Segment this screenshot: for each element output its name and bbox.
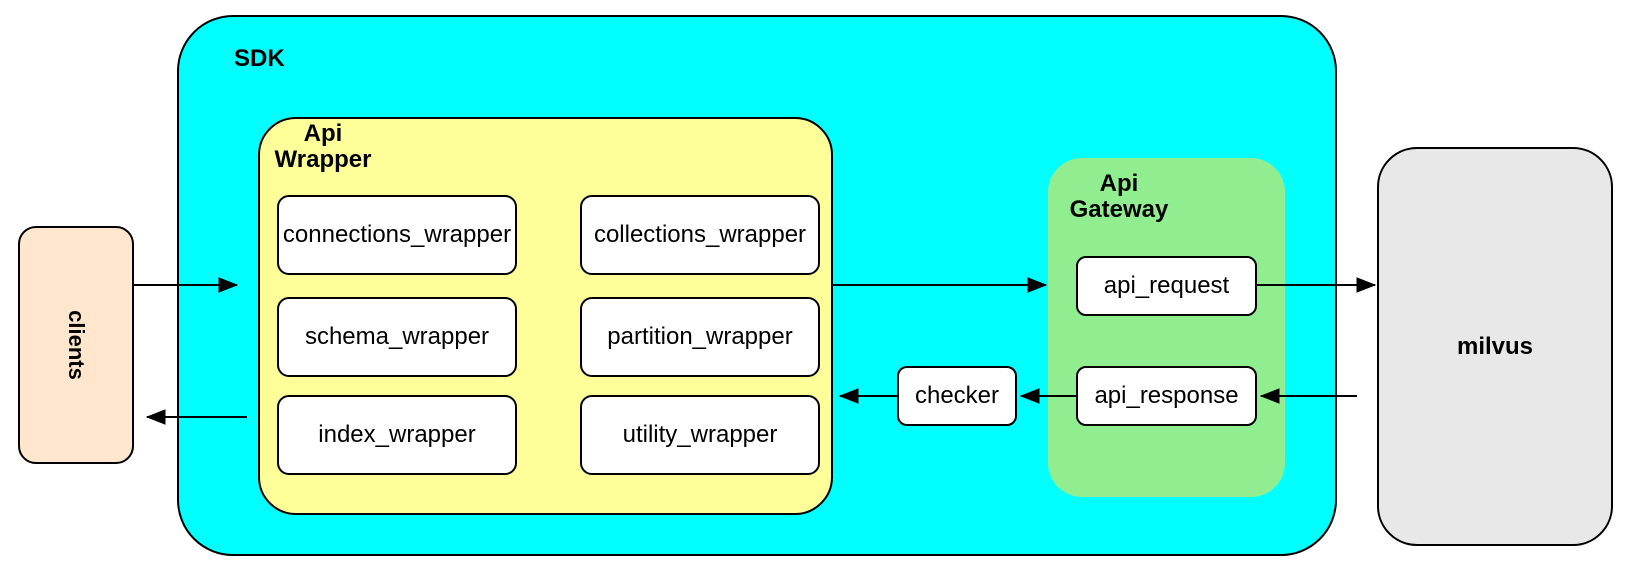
collections-wrapper-box: collections_wrapper <box>580 195 820 275</box>
utility-wrapper-box: utility_wrapper <box>580 395 820 475</box>
api-gateway-label-line1: Api <box>1099 170 1139 197</box>
partition-wrapper-box: partition_wrapper <box>580 297 820 377</box>
milvus-box: milvus <box>1377 147 1613 546</box>
connections-wrapper-box: connections_wrapper <box>277 195 517 275</box>
schema-wrapper-box: schema_wrapper <box>277 297 517 377</box>
api-gateway-container: Api Gateway <box>1048 158 1285 497</box>
api-gateway-label: Api Gateway <box>1059 171 1179 223</box>
clients-label: clients <box>64 310 89 380</box>
api-wrapper-label: Api Wrapper <box>263 121 383 173</box>
api-wrapper-label-line1: Api <box>303 120 343 147</box>
clients-box: clients <box>18 226 134 464</box>
api-wrapper-label-line2: Wrapper <box>274 146 372 173</box>
index-wrapper-box: index_wrapper <box>277 395 517 475</box>
api-request-box: api_request <box>1076 256 1257 316</box>
api-response-box: api_response <box>1076 366 1257 426</box>
api-gateway-label-line2: Gateway <box>1069 196 1169 223</box>
checker-box: checker <box>897 366 1017 426</box>
sdk-label: SDK <box>234 45 285 72</box>
